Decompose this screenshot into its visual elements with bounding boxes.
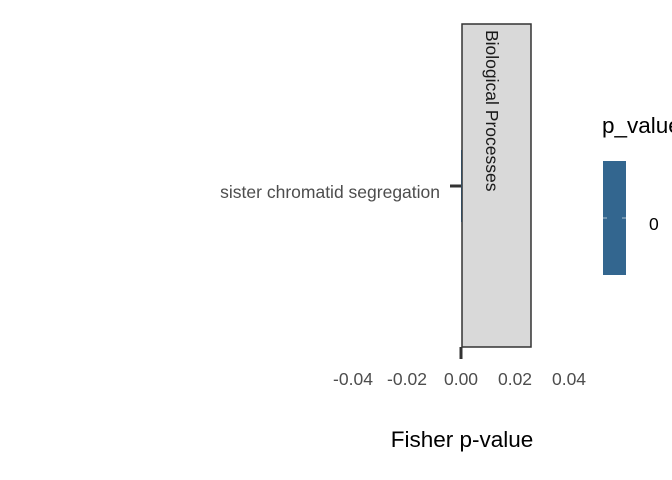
- x-tick-label: 0.00: [444, 369, 478, 389]
- facet-strip-label: Biological Processes: [482, 30, 502, 192]
- x-tick-label: 0.02: [498, 369, 532, 389]
- bar: [461, 150, 462, 222]
- legend: p_value 0: [602, 113, 672, 275]
- y-tick-label: sister chromatid segregation: [220, 182, 440, 202]
- legend-label: 0: [649, 214, 659, 234]
- x-tick-label: -0.04: [333, 369, 373, 389]
- x-axis: -0.04 -0.02 0.00 0.02 0.04: [333, 369, 586, 389]
- y-axis: sister chromatid segregation: [220, 182, 461, 202]
- facet-strip: [461, 23, 532, 348]
- legend-colorbar: [603, 161, 626, 275]
- x-tick-label: -0.02: [387, 369, 427, 389]
- x-axis-title: Fisher p-value: [391, 427, 534, 452]
- x-tick-label: 0.04: [552, 369, 586, 389]
- legend-title: p_value: [602, 113, 672, 138]
